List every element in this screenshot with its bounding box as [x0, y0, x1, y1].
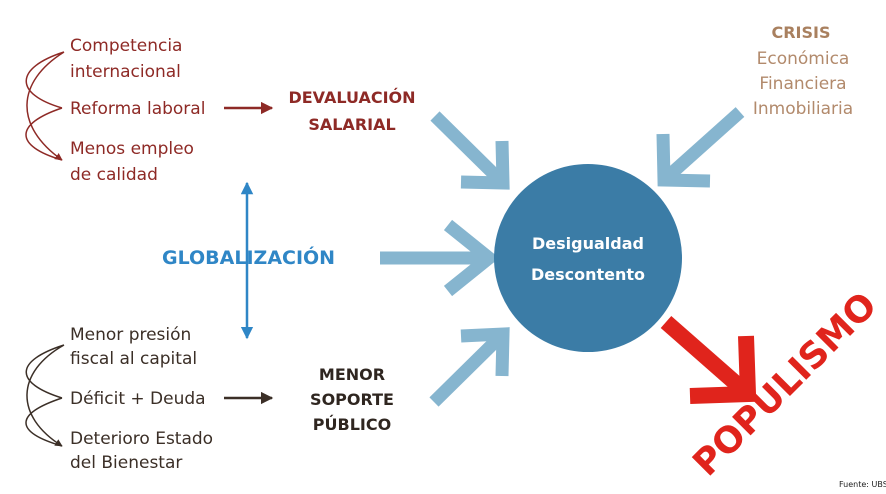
arrow-from-menor-soporte — [429, 327, 510, 407]
crisis-economica: Económica — [757, 49, 850, 69]
central-circle: Desigualdad Descontento — [494, 164, 682, 352]
circle-shape — [494, 164, 682, 352]
top-curved-connectors — [25, 51, 64, 160]
cause-reforma-laboral: Reforma laboral — [70, 99, 205, 119]
arrow-from-devaluacion — [430, 111, 510, 190]
crisis-financiera: Financiera — [759, 74, 846, 94]
crisis-group: CRISIS Económica Financiera Inmobiliaria — [753, 23, 853, 119]
converging-arrows — [380, 107, 745, 407]
arrow-from-crisis — [656, 107, 745, 188]
source-label: Fuente: UBS — [839, 480, 886, 489]
menor-soporte-line3: PÚBLICO — [313, 415, 391, 434]
cause-competencia-line2: internacional — [70, 62, 181, 82]
devaluacion-line1: DEVALUACIÓN — [288, 88, 415, 107]
menor-soporte-line1: MENOR — [319, 365, 385, 384]
arrow-from-globalizacion — [380, 219, 500, 297]
cause-menos-empleo-line2: de calidad — [70, 165, 158, 185]
populismo-arrow — [660, 315, 757, 404]
devaluacion-salarial-label: DEVALUACIÓN SALARIAL — [288, 88, 415, 134]
crisis-title: CRISIS — [771, 23, 830, 42]
cause-deficit-deuda: Déficit + Deuda — [70, 389, 206, 409]
globalizacion-label: GLOBALIZACIÓN — [162, 245, 335, 269]
bottom-cause-group: Menor presión fiscal al capital Déficit … — [25, 325, 213, 473]
menor-soporte-line2: SOPORTE — [310, 390, 394, 409]
crisis-inmobiliaria: Inmobiliaria — [753, 99, 853, 119]
devaluacion-line2: SALARIAL — [308, 115, 395, 134]
top-cause-group: Competencia internacional Reforma labora… — [25, 36, 205, 185]
circle-desigualdad: Desigualdad — [532, 234, 644, 253]
bottom-curved-connectors — [25, 344, 64, 446]
cause-menos-empleo-line1: Menos empleo — [70, 139, 194, 159]
menor-soporte-publico-label: MENOR SOPORTE PÚBLICO — [310, 365, 394, 434]
cause-deterioro-line2: del Bienestar — [70, 453, 182, 473]
cause-deterioro-line1: Deterioro Estado — [70, 429, 213, 449]
cause-menor-presion-line1: Menor presión — [70, 325, 191, 345]
populismo-label: POPULISMO — [685, 285, 885, 485]
cause-competencia-line1: Competencia — [70, 36, 182, 56]
cause-menor-presion-line2: fiscal al capital — [70, 349, 197, 369]
circle-descontento: Descontento — [531, 265, 645, 284]
